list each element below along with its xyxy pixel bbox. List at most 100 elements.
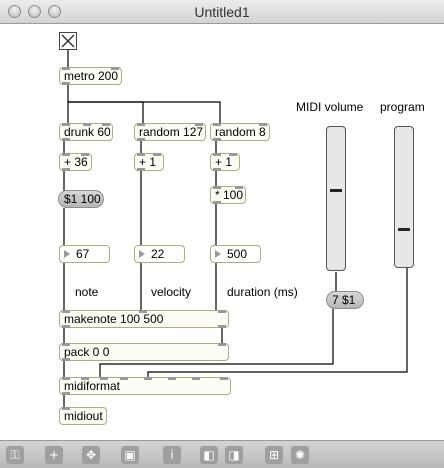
outlet[interactable]	[62, 168, 70, 171]
number-arrow-icon	[215, 250, 221, 258]
info-icon[interactable]: i	[163, 446, 181, 464]
outlet[interactable]	[213, 138, 221, 141]
slider-knob[interactable]	[398, 228, 410, 231]
zoom-window-button[interactable]	[48, 5, 61, 18]
grid-icon[interactable]: ⊞	[265, 446, 283, 464]
drunk-object[interactable]: drunk 60	[59, 123, 113, 141]
toggle-box[interactable]	[59, 32, 77, 50]
inlet[interactable]	[62, 310, 70, 313]
inlet[interactable]	[218, 343, 226, 346]
outlet[interactable]	[213, 168, 221, 171]
inlet[interactable]	[81, 153, 89, 156]
midi-volume-slider[interactable]	[326, 126, 346, 271]
add-36-label: + 36	[64, 155, 88, 169]
inlet[interactable]	[120, 377, 128, 380]
inlet[interactable]	[168, 377, 176, 380]
inlet[interactable]	[195, 123, 203, 126]
midiformat-label: midiformat	[64, 379, 121, 393]
number-arrow-icon	[139, 250, 145, 258]
presentation-icon[interactable]: ▣	[121, 446, 139, 464]
note-number-box[interactable]: 67	[59, 245, 110, 263]
title-bar: Untitled1	[0, 0, 444, 24]
metro-object[interactable]: metro 200	[59, 67, 122, 85]
patch-cord	[99, 308, 334, 378]
close-window-button[interactable]	[8, 5, 21, 18]
add-object-icon[interactable]: +	[45, 446, 63, 464]
inlet[interactable]	[137, 123, 145, 126]
outlet[interactable]	[62, 325, 70, 328]
inlet[interactable]	[235, 186, 243, 189]
inlet[interactable]	[153, 153, 161, 156]
midi-volume-label: MIDI volume	[296, 100, 364, 114]
duration-label: duration (ms)	[227, 285, 298, 299]
inlet[interactable]	[62, 343, 70, 346]
settings-icon[interactable]: ✺	[291, 446, 309, 464]
outlet[interactable]	[62, 358, 70, 361]
inlet[interactable]	[102, 123, 110, 126]
add-1-velocity-object[interactable]: + 1	[134, 153, 164, 171]
inlet[interactable]	[218, 310, 226, 313]
outlet[interactable]	[62, 82, 70, 85]
inlet[interactable]	[220, 377, 228, 380]
pack-label: pack 0 0	[64, 345, 110, 359]
inlet[interactable]	[259, 123, 267, 126]
midiformat-object[interactable]: midiformat	[59, 377, 231, 395]
makenote-object[interactable]: makenote 100 500	[59, 310, 229, 328]
patch-cord	[68, 101, 144, 124]
slider-knob[interactable]	[330, 189, 342, 192]
outlet[interactable]	[218, 325, 226, 328]
patch-cord	[147, 268, 408, 378]
inspector-icon[interactable]: ◧	[200, 446, 218, 464]
midiout-label: midiout	[64, 409, 103, 423]
clipboard-icon[interactable]: ◨	[225, 446, 243, 464]
outlet[interactable]	[137, 168, 145, 171]
pack-object[interactable]: pack 0 0	[59, 343, 229, 361]
bottom-toolbar: ⚿ + ✥ ▣ i ◧ ◨ ⊞ ✺	[0, 440, 444, 468]
move-icon[interactable]: ✥	[82, 446, 100, 464]
drunk-label: drunk 60	[64, 125, 111, 139]
outlet[interactable]	[62, 392, 70, 395]
add-1-velocity-label: + 1	[139, 155, 157, 169]
inlet[interactable]	[229, 153, 237, 156]
inlet[interactable]	[83, 123, 91, 126]
duration-number-box[interactable]: 500	[210, 245, 261, 263]
inlet[interactable]	[62, 67, 70, 70]
inlet[interactable]	[192, 377, 200, 380]
midiout-object[interactable]: midiout	[59, 407, 107, 425]
inlet[interactable]	[62, 153, 70, 156]
random-8-object[interactable]: random 8	[210, 123, 270, 141]
inlet[interactable]	[144, 377, 152, 380]
inlet[interactable]	[111, 67, 119, 70]
inlet[interactable]	[213, 186, 221, 189]
inlet[interactable]	[137, 153, 145, 156]
patch-cord	[67, 82, 221, 124]
outlet[interactable]	[62, 138, 70, 141]
velocity-number-box[interactable]: 22	[134, 245, 185, 263]
add-1-duration-label: + 1	[215, 155, 233, 169]
window-title: Untitled1	[194, 4, 250, 20]
inlet[interactable]	[139, 310, 147, 313]
inlet[interactable]	[62, 377, 70, 380]
lock-icon[interactable]: ⚿	[6, 446, 24, 464]
patch-canvas[interactable]: metro 200 drunk 60 random 127 random 8 +	[0, 24, 444, 440]
outlet[interactable]	[137, 138, 145, 141]
note-message-box[interactable]: $1 100	[58, 190, 104, 208]
minimize-window-button[interactable]	[28, 5, 41, 18]
multiply-100-object[interactable]: * 100	[210, 186, 246, 204]
random-127-object[interactable]: random 127	[134, 123, 206, 141]
inlet[interactable]	[62, 407, 70, 410]
program-label: program	[380, 100, 425, 114]
inlet[interactable]	[62, 123, 70, 126]
program-slider[interactable]	[394, 126, 414, 268]
number-arrow-icon	[64, 250, 70, 258]
inlet[interactable]	[213, 123, 221, 126]
inlet[interactable]	[213, 153, 221, 156]
program-message-box[interactable]: 7 $1	[326, 291, 364, 309]
inlet[interactable]	[81, 377, 89, 380]
velocity-label: velocity	[151, 285, 192, 299]
inlet[interactable]	[100, 377, 108, 380]
add-36-object[interactable]: + 36	[59, 153, 92, 171]
outlet[interactable]	[213, 201, 221, 204]
add-1-duration-object[interactable]: + 1	[210, 153, 240, 171]
metro-label: metro 200	[64, 69, 119, 83]
